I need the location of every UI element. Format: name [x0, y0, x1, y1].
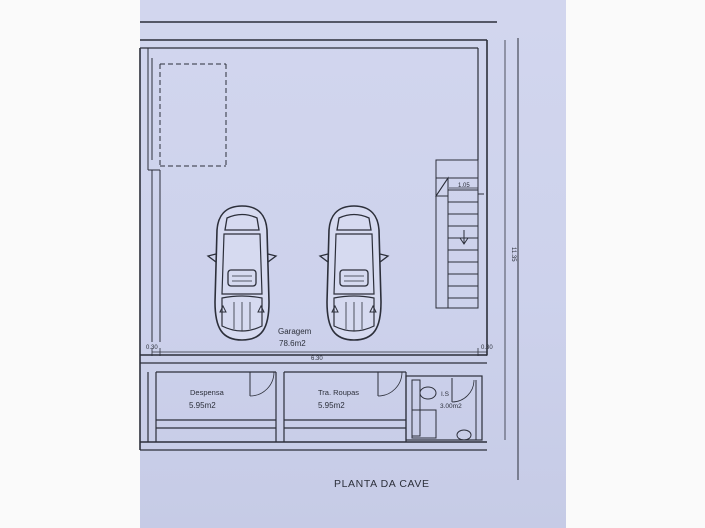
ramp-area [151, 58, 227, 167]
pantry-name-label: Despensa [190, 388, 225, 397]
garage-name-label: Garagem [278, 327, 312, 336]
wc-area-label: 3.00m2 [440, 403, 462, 410]
stair-width-dimension: 1.05 [458, 183, 470, 189]
car-right [319, 205, 389, 341]
left-wall-dimension: 0.30 [146, 345, 158, 351]
right-wall-dimension: 0.30 [481, 345, 493, 351]
photo-margin-right [566, 0, 705, 528]
pantry-area-label: 5.95m2 [189, 401, 216, 410]
photo-margin-left [0, 0, 140, 528]
wc-room [405, 375, 483, 441]
wc-name-label: I.S [441, 391, 450, 398]
laundry-name-label: Tra. Roupas [318, 388, 359, 397]
garage-width-dimension: 6.30 [311, 356, 323, 362]
dimension-lines [151, 40, 506, 440]
laundry-area-label: 5.95m2 [318, 401, 345, 410]
total-height-dimension: 11.35 [510, 247, 516, 262]
garage-area-label: 78.6m2 [279, 339, 306, 348]
car-left [207, 205, 277, 341]
lower-rooms [147, 371, 407, 442]
drawing-title: PLANTA DA CAVE [334, 478, 430, 490]
staircase [435, 159, 484, 309]
walls [139, 21, 519, 480]
